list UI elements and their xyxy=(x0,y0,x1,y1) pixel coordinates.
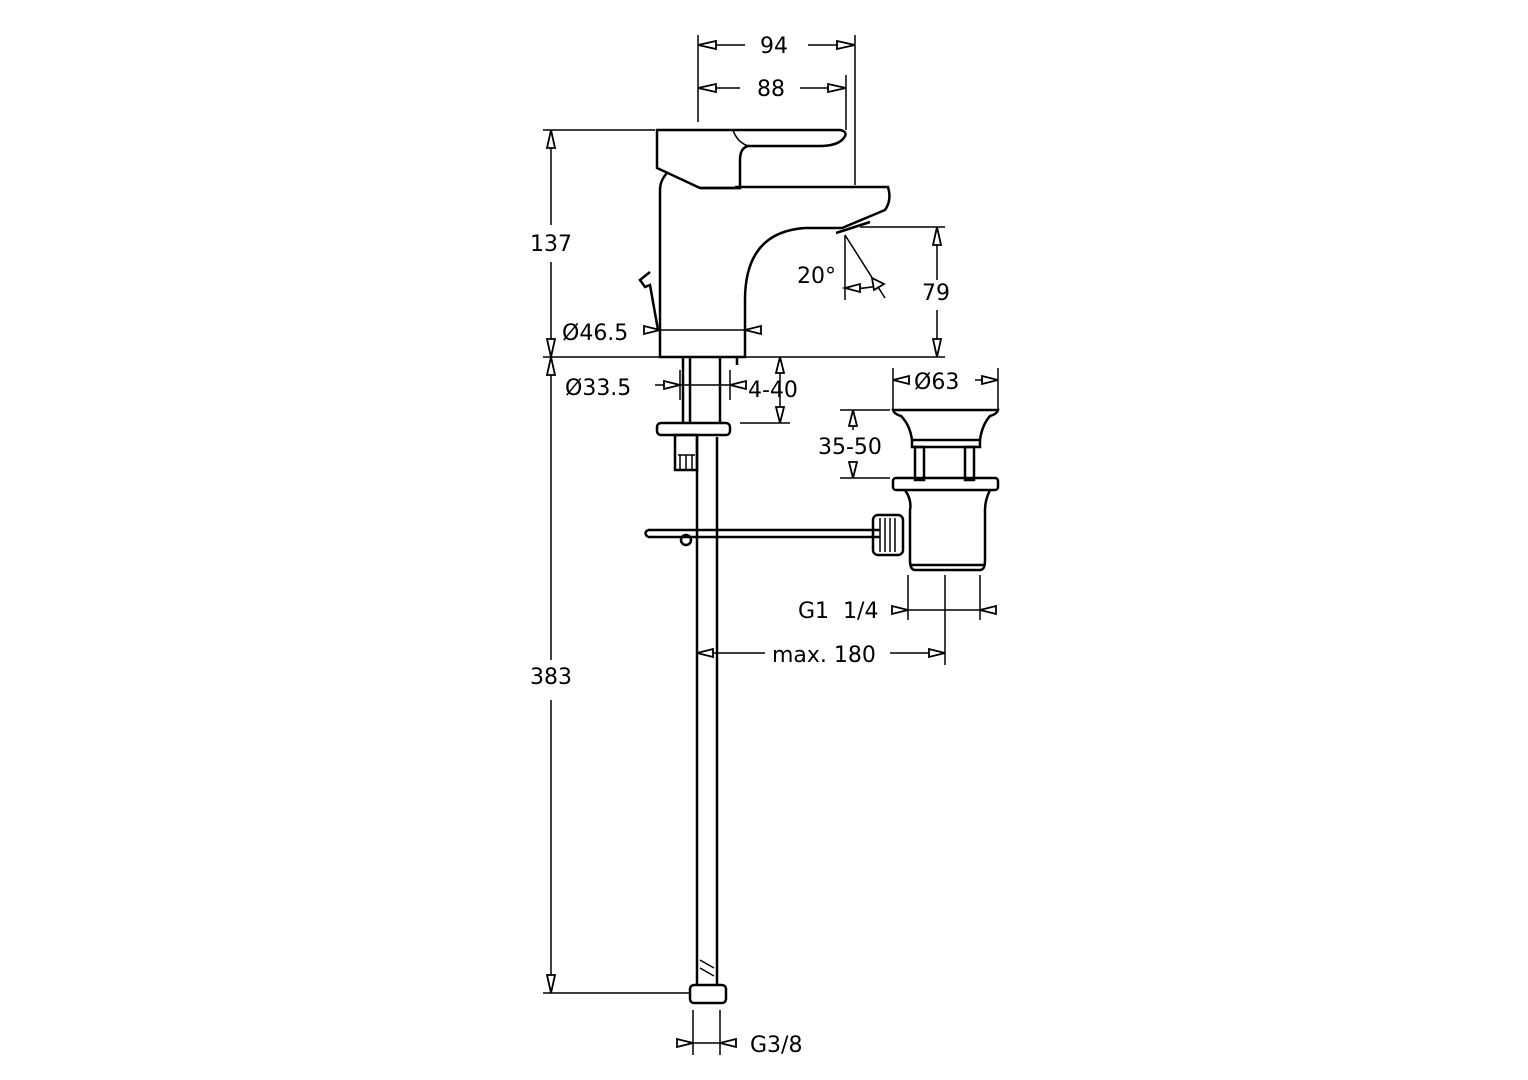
dim-lever-width: 88 xyxy=(757,77,785,102)
dim-rod-length: max. 180 xyxy=(772,643,876,668)
dim-spout-angle: 20° xyxy=(797,264,836,289)
dim-overall-width: 94 xyxy=(760,34,788,59)
basin-mixer-tap xyxy=(638,128,891,359)
pop-up-waste xyxy=(871,408,1000,572)
dim-body-diameter: Ø46.5 xyxy=(562,321,628,346)
dim-waste-thread: G1 1/4 xyxy=(798,599,878,624)
dim-hose-thread: G3/8 xyxy=(750,1033,802,1058)
dimension-lines xyxy=(543,35,999,1055)
dimension-arrows xyxy=(545,39,999,1049)
dim-tap-height: 137 xyxy=(530,232,572,257)
dim-spout-height: 79 xyxy=(922,281,950,306)
dim-pop-up-travel: 35-50 xyxy=(818,435,882,460)
dim-deck-thickness: 4-40 xyxy=(748,378,798,403)
dim-waste-diameter: Ø63 xyxy=(914,370,959,395)
dim-hose-length: 383 xyxy=(530,665,572,690)
shank-and-hose xyxy=(644,357,880,1005)
dim-shank-diameter: Ø33.5 xyxy=(565,376,631,401)
